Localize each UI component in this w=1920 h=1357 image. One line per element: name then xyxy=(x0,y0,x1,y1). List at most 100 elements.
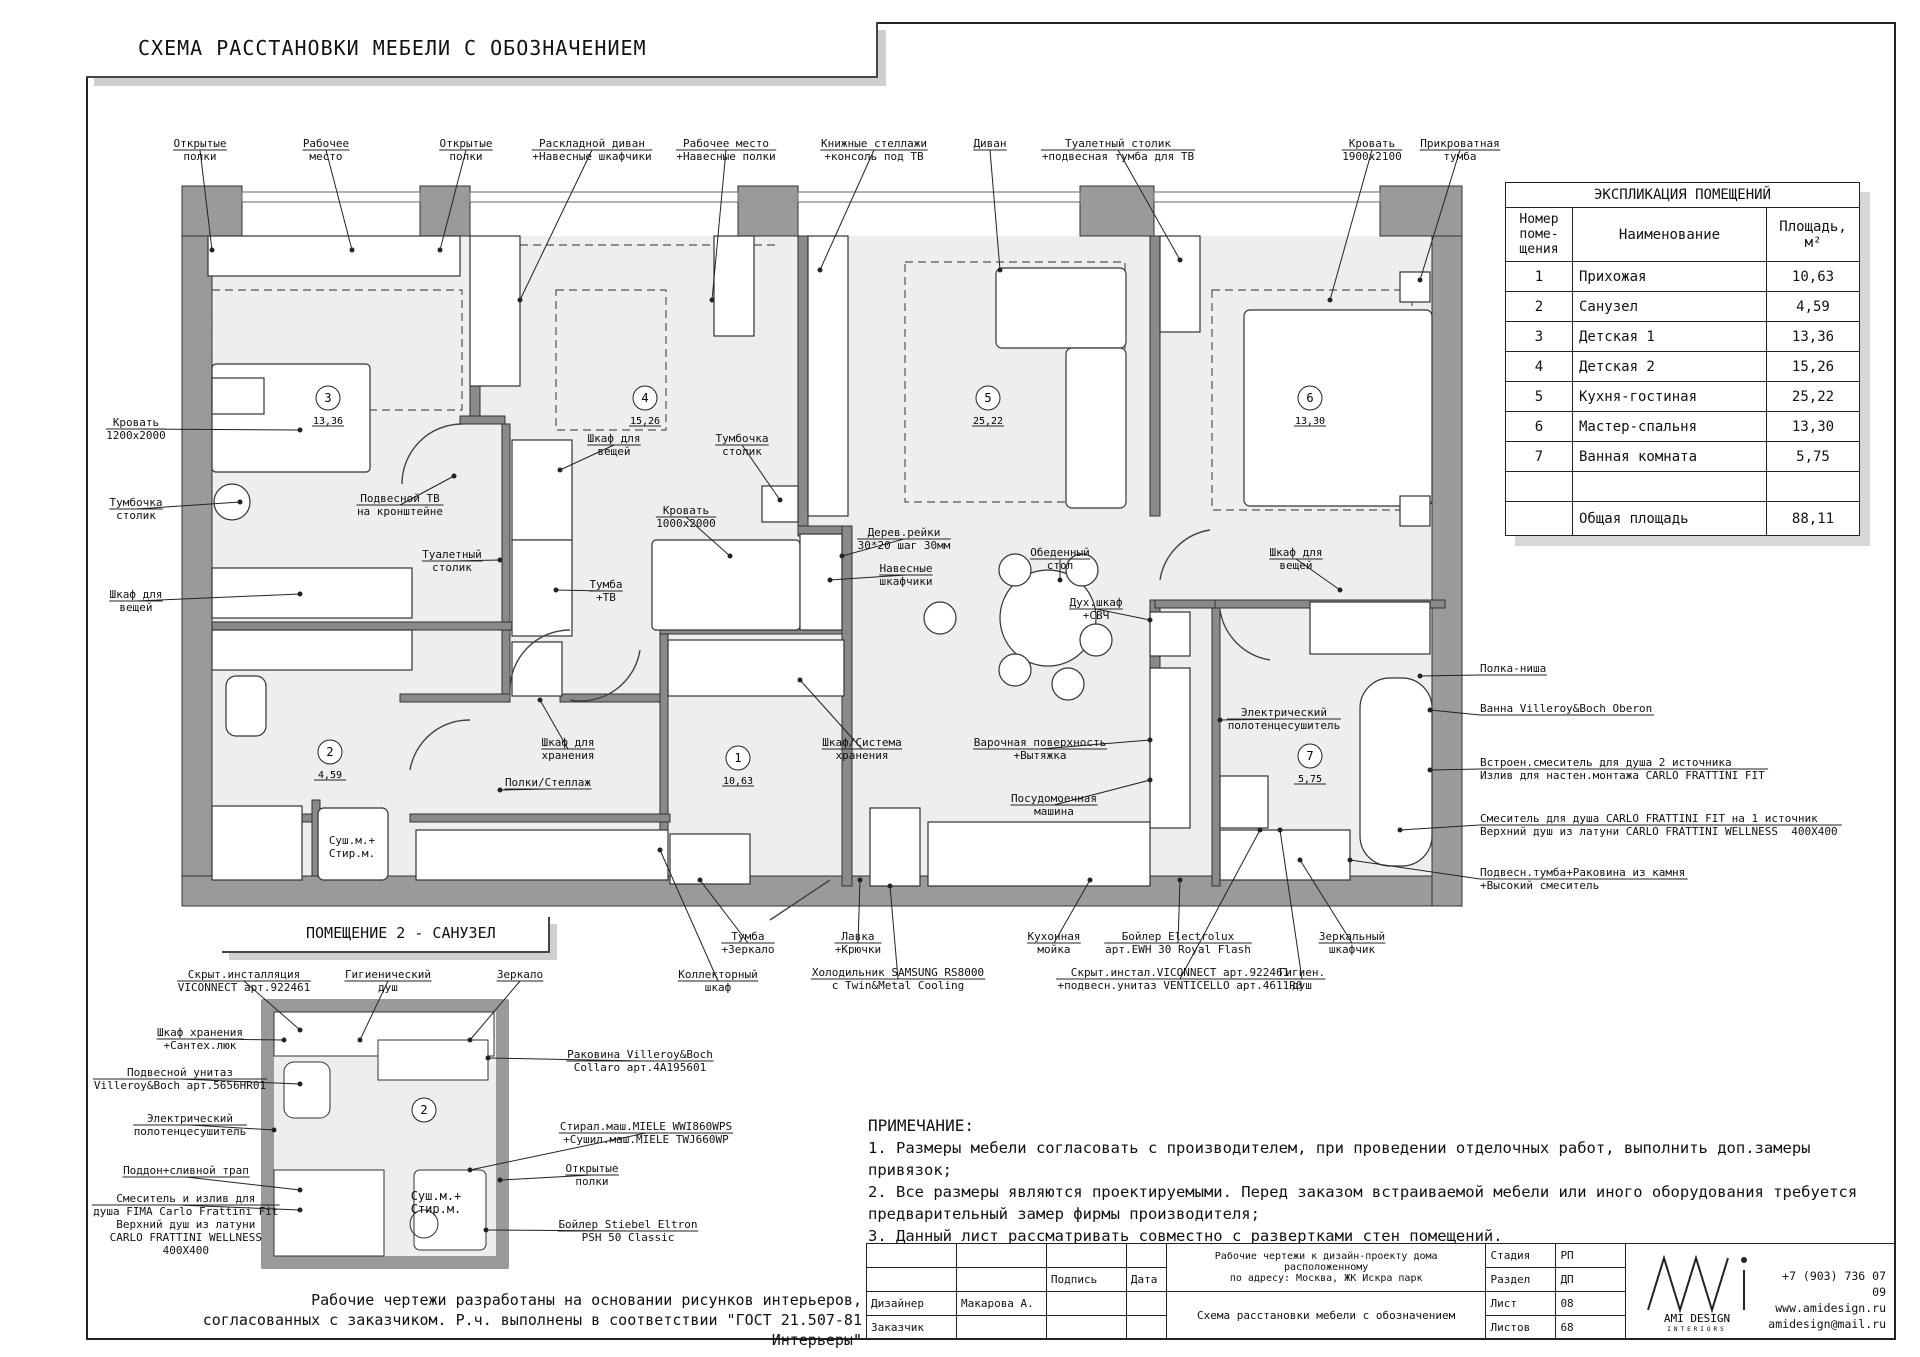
callout-bed-1200: Кровать 1200х2000 xyxy=(106,416,166,442)
room-marker-circle xyxy=(975,385,1001,411)
logo-sub: INTERIORS xyxy=(1667,1326,1727,1333)
explication-header-num: Номер поме- щения xyxy=(1505,207,1573,262)
callout-boiler: Бойлер Electrolux арт.EWH 30 Royal Flash xyxy=(1105,930,1251,956)
callout-wall-tv: Подвесной ТВ на кронштейне xyxy=(356,492,444,518)
explication-header-area: Площадь, м² xyxy=(1766,207,1860,262)
leader-dot xyxy=(839,553,845,559)
leader-dot xyxy=(1417,673,1423,679)
leader-dot xyxy=(887,883,893,889)
room-number: 3 xyxy=(1505,321,1573,352)
sub-towel: Электрический полотенцесушитель xyxy=(133,1112,247,1138)
callout-mirror-cabinet: Зеркальный шкафчик xyxy=(1318,930,1386,956)
explication-row xyxy=(1505,471,1860,502)
stamp-cell xyxy=(955,1267,1047,1292)
explication-table: ЭКСПЛИКАЦИЯ ПОМЕЩЕНИЙ Номер поме- щения … xyxy=(1505,182,1860,536)
footer-note: Рабочие чертежи разработаны на основании… xyxy=(202,1291,862,1349)
room-marker-number: 5 xyxy=(984,391,991,405)
leader-line xyxy=(1419,674,1481,677)
callout-mixer-built-in: Встроен.смеситель для душа 2 источника И… xyxy=(1480,756,1765,782)
stamp-cell xyxy=(1125,1291,1167,1316)
subplan: 2 xyxy=(261,999,509,1269)
callout-nightstand-mid: Тумбочка столик xyxy=(715,432,769,458)
leader-dot xyxy=(1427,707,1433,713)
leader-line xyxy=(1177,879,1181,944)
stamp-sheets-value: 68 xyxy=(1555,1315,1627,1340)
explication-title: ЭКСПЛИКАЦИЯ ПОМЕЩЕНИЙ xyxy=(1505,182,1860,208)
sub-marker-circle xyxy=(411,1097,437,1123)
leader-line xyxy=(841,538,905,557)
leader-dot xyxy=(1427,767,1433,773)
room-area: 5,75 xyxy=(1766,441,1860,472)
room-marker-area: 15,26 xyxy=(630,416,660,427)
callout-nightstand: Тумбочка столик xyxy=(109,496,163,522)
leader-line xyxy=(1039,739,1151,750)
callout-wardrobe-left: Шкаф для вещей xyxy=(109,588,163,614)
room-area xyxy=(1766,471,1860,502)
room-name: Кухня-гостиная xyxy=(1572,381,1767,412)
contact-site: www.amidesign.ru xyxy=(1775,1301,1886,1315)
leader-line xyxy=(325,149,353,251)
callout-dining-table: Обеденный стол xyxy=(1030,546,1090,572)
room-marker-area: 4,59 xyxy=(318,770,342,781)
room-marker: 24,59 xyxy=(314,739,346,781)
leader-line xyxy=(889,885,899,980)
leader-line xyxy=(179,1078,301,1085)
callout-dressing-table-top: Туалетный столик +подвесная тумба для ТВ xyxy=(1041,137,1195,163)
room-marker-number: 2 xyxy=(326,745,333,759)
leader-line xyxy=(559,444,615,471)
callout-storage-system: Шкаф/Система хранения xyxy=(822,736,902,762)
leader-dot xyxy=(1087,877,1093,883)
leader-dot xyxy=(1257,827,1263,833)
leader-dot xyxy=(483,1227,489,1233)
room-area: 10,63 xyxy=(1766,261,1860,292)
leader-dot xyxy=(497,1177,503,1183)
leader-dot xyxy=(1147,617,1153,623)
leader-dot xyxy=(1337,587,1343,593)
leader-dot xyxy=(1217,717,1223,723)
leader-line xyxy=(989,149,1001,271)
dining-chairs xyxy=(923,553,1113,701)
page-title: СХЕМА РАССТАНОВКИ МЕБЕЛИ С ОБОЗНАЧЕНИЕМ xyxy=(138,36,647,60)
dryer-washer-text: Суш.м.+ Стир.м. xyxy=(410,1189,462,1216)
leader-line xyxy=(1219,718,1285,721)
callout-wood-slats: Дерев.рейки 30*20 шаг 30мм xyxy=(857,526,951,552)
dryer-washer-text: Суш.м.+ Стир.м. xyxy=(328,834,376,860)
leader-line xyxy=(485,1229,629,1232)
leader-line xyxy=(741,444,781,501)
room-marker-circle xyxy=(1297,743,1323,769)
sub-mirror: Зеркало xyxy=(496,968,544,981)
windows xyxy=(241,191,1381,203)
callout-storage-cabinet: Шкаф для хранения xyxy=(541,736,595,762)
leader-line xyxy=(1117,149,1181,261)
leader-dot xyxy=(1177,257,1183,263)
room-marker-number: 3 xyxy=(324,391,331,405)
callout-dressing-table-left: Туалетный столик xyxy=(422,548,482,574)
stamp-cell xyxy=(955,1315,1047,1340)
leader-line xyxy=(1429,768,1481,771)
leader-dot xyxy=(1417,277,1423,283)
stamp-cell xyxy=(1045,1291,1127,1316)
room-name xyxy=(1572,471,1767,502)
leader-dot xyxy=(209,247,215,253)
stamp-stage-value: РП xyxy=(1555,1243,1627,1268)
leader-line xyxy=(199,1038,285,1041)
room-marker-area: 10,63 xyxy=(723,776,753,787)
leader-line xyxy=(1295,558,1341,591)
leader-dot xyxy=(517,297,523,303)
note-item: 2. Все размеры являются проектируемыми. … xyxy=(868,1183,1858,1223)
leader-line xyxy=(1053,779,1151,806)
notes-heading: ПРИМЕЧАНИЕ: xyxy=(868,1116,974,1135)
room-marker-number: 4 xyxy=(641,391,648,405)
stamp-stage-label: Стадия xyxy=(1485,1243,1557,1268)
leader-line xyxy=(1349,859,1481,880)
leader-dot xyxy=(467,1037,473,1043)
callout-bookshelves: Книжные стеллажи +консоль под ТВ xyxy=(821,137,927,163)
leader-dot xyxy=(451,473,457,479)
stamp-date: Дата xyxy=(1125,1267,1167,1292)
sub-marker-number: 2 xyxy=(420,1103,427,1117)
leader-dot xyxy=(1057,577,1063,583)
callout-wardrobe-right: Шкаф для вещей xyxy=(1269,546,1323,572)
callout-bed-1000: Кровать 1000х2000 xyxy=(656,504,716,530)
